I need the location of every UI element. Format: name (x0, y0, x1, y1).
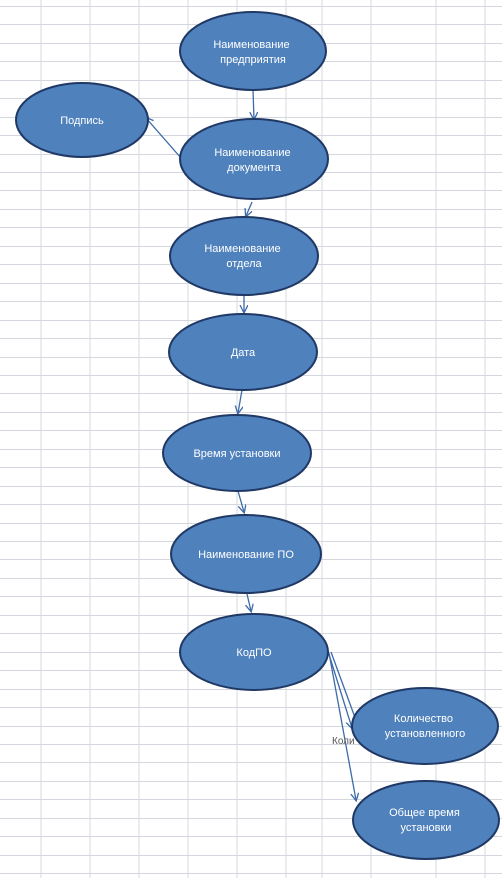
node-install-time[interactable]: Время установки (162, 414, 312, 492)
node-label: Время установки (193, 448, 280, 460)
edge-software-name-to-software-code (247, 593, 251, 611)
node-date[interactable]: Дата (168, 313, 318, 391)
node-shape (15, 82, 149, 158)
node-label: КодПО (236, 647, 272, 659)
node-shape (351, 687, 499, 765)
node-label: Количество установленного (385, 713, 465, 740)
edge-date-to-install-time (238, 389, 242, 413)
node-label: Наименование документа (214, 147, 293, 174)
node-shape (352, 780, 500, 860)
node-department-name[interactable]: Наименование отдела (169, 216, 319, 296)
edge-document-to-signature (146, 118, 182, 159)
edge-install-time-to-software-name (237, 490, 244, 512)
node-label: Наименование предприятия (213, 39, 292, 66)
edge-software-code-to-total-install-time (328, 652, 356, 800)
edge-document-to-department (246, 201, 253, 216)
node-shape (162, 414, 312, 492)
node-label: Наименование отдела (204, 243, 283, 270)
node-installed-count[interactable]: Количество установленного (351, 687, 499, 765)
node-signature[interactable]: Подпись (15, 82, 149, 158)
node-shape (169, 216, 319, 296)
node-total-install-time[interactable]: Общее время установки (352, 780, 500, 860)
node-document-name[interactable]: Наименование документа (179, 118, 329, 200)
node-label: Наименование ПО (198, 549, 294, 561)
node-software-code[interactable]: КодПО (179, 613, 329, 691)
node-label: Подпись (60, 115, 104, 127)
edges (146, 89, 358, 800)
node-shape (179, 118, 329, 200)
edge-enterprise-to-document (253, 89, 254, 119)
node-label: Общее время установки (389, 807, 463, 834)
node-software-name[interactable]: Наименование ПО (170, 514, 322, 594)
node-shape (168, 313, 318, 391)
node-shape (170, 514, 322, 594)
node-shape (179, 11, 327, 91)
node-shape (179, 613, 329, 691)
edge-software-code-to-installed-count-2 (330, 651, 358, 724)
cell-fragment-text: Коли (332, 736, 355, 747)
node-enterprise-name[interactable]: Наименование предприятия (179, 11, 327, 91)
node-label: Дата (231, 347, 256, 359)
